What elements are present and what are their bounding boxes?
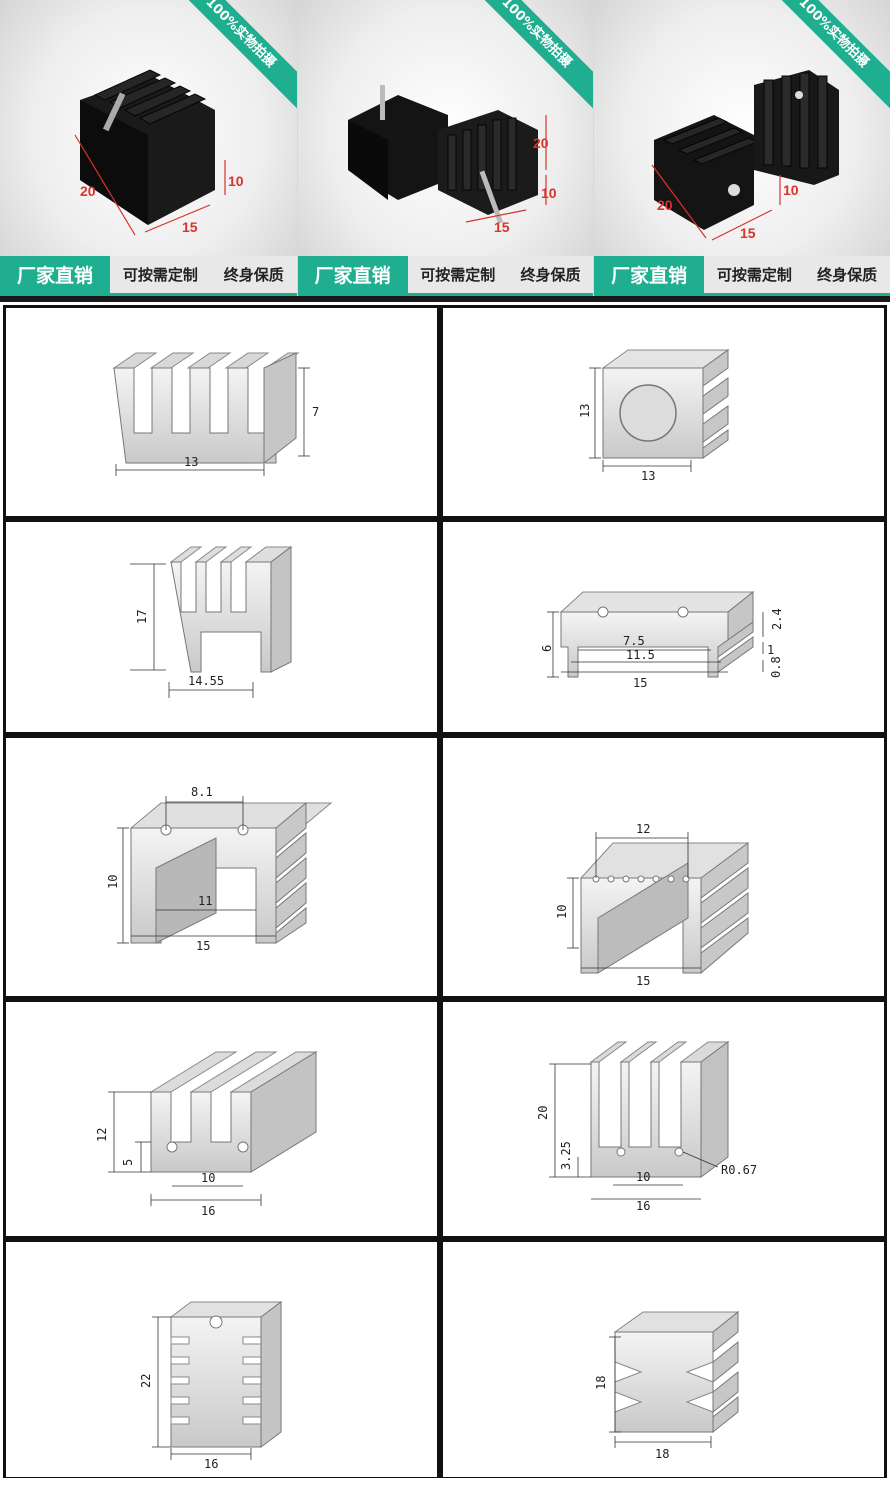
custom-label: 可按需定制 (716, 266, 792, 284)
d8-inner-width: 10 (636, 1170, 650, 1184)
d1-width: 13 (184, 455, 198, 469)
warranty-label: 终身保质 (520, 266, 581, 284)
diagram-profile-9: 22 16 (3, 1239, 440, 1480)
diagram-profile-10: 18 18 (440, 1239, 887, 1480)
d5-top-spacing: 8.1 (191, 785, 213, 799)
d4-fin-gap: 2.4 (770, 608, 784, 630)
d6-top-spacing: 12 (636, 822, 650, 836)
d3-width: 14.55 (188, 674, 224, 688)
brand-label: 厂家直销 (594, 256, 705, 296)
d4-inner-width: 7.5 (623, 634, 645, 648)
d8-radius: R0.67 (721, 1163, 757, 1177)
d4-fin-thick: 1 (767, 643, 774, 657)
product-photo-3: 20 10 15 100%实物拍摄 厂家直销 可按需定制 终身保质 (593, 0, 890, 296)
diagram-profile-2: 13 13 (440, 305, 887, 519)
photo3-dim-length: 20 (657, 197, 673, 213)
d9-width: 16 (204, 1457, 218, 1471)
promo-banner: 厂家直销 可按需定制 终身保质 (0, 256, 297, 296)
photo-strip: 20 10 15 100%实物拍摄 厂家直销 可按需定制 终身保质 (0, 0, 890, 296)
promo-banner: 厂家直销 可按需定制 终身保质 (594, 256, 890, 296)
d2-width: 13 (641, 469, 655, 483)
diagram-profile-6: 12 10 15 (440, 735, 887, 999)
d7-base: 5 (121, 1159, 135, 1166)
photo1-dim-height: 10 (228, 173, 244, 189)
photo1-dim-length: 20 (80, 183, 96, 199)
d8-outer-width: 16 (636, 1199, 650, 1213)
brand-label: 厂家直销 (297, 256, 408, 296)
d10-width: 18 (655, 1447, 669, 1461)
product-photo-2: 20 10 15 100%实物拍摄 厂家直销 可按需定制 终身保质 (296, 0, 594, 296)
product-photo-1: 20 10 15 100%实物拍摄 厂家直销 可按需定制 终身保质 (0, 0, 297, 296)
photo3-dim-width: 15 (740, 225, 756, 241)
heatsink-photo-3: 20 10 15 (651, 70, 840, 241)
diagram-profile-3: 17 14.55 (3, 519, 440, 735)
promo-banner: 厂家直销 可按需定制 终身保质 (297, 256, 594, 296)
d6-width: 15 (636, 974, 650, 988)
d1-height: 7 (312, 405, 319, 419)
dimension-diagram-grid: 13 7 13 13 (0, 302, 890, 1480)
bottom-margin (0, 1478, 890, 1485)
diagram-profile-5: 8.1 10 11 15 (3, 735, 440, 999)
d6-height: 10 (555, 905, 569, 919)
custom-label: 可按需定制 (122, 266, 198, 284)
d5-inner-width: 11 (198, 894, 212, 908)
photo3-dim-height: 10 (783, 182, 799, 198)
custom-label: 可按需定制 (420, 266, 496, 284)
photo2-dim-height: 10 (541, 185, 557, 201)
brand-label: 厂家直销 (0, 256, 110, 296)
d5-height: 10 (106, 875, 120, 889)
d4-outer-width: 15 (633, 676, 647, 690)
d7-outer-width: 16 (201, 1204, 215, 1218)
d8-height: 20 (536, 1106, 550, 1120)
d5-outer-width: 15 (196, 939, 210, 953)
warranty-label: 终身保质 (223, 266, 284, 284)
d8-base: 3.25 (559, 1141, 573, 1170)
warranty-label: 终身保质 (817, 266, 878, 284)
photo2-dim-width: 15 (494, 219, 510, 235)
d4-base-thick: 0.8 (769, 656, 783, 678)
d4-mid-width: 11.5 (626, 648, 655, 662)
photo2-dim-length: 20 (533, 135, 549, 151)
diagram-profile-4: 6 7.5 11.5 15 2.4 1 0.8 (440, 519, 887, 735)
d10-height: 18 (594, 1376, 608, 1390)
heatsink-photo-1: 20 10 15 (74, 69, 244, 236)
d7-height: 12 (95, 1128, 109, 1142)
d4-height: 6 (540, 645, 554, 652)
diagram-profile-1: 13 7 (3, 305, 440, 519)
diagram-profile-8: 20 3.25 10 16 R0.67 (440, 999, 887, 1239)
photo1-dim-width: 15 (182, 219, 198, 235)
d3-height: 17 (135, 610, 149, 624)
section-divider (0, 296, 890, 302)
d2-height: 13 (578, 404, 592, 418)
d9-height: 22 (139, 1374, 153, 1388)
d7-inner-width: 10 (201, 1171, 215, 1185)
heatsink-photo-2: 20 10 15 (347, 85, 557, 235)
diagram-profile-7: 12 5 10 16 (3, 999, 440, 1239)
